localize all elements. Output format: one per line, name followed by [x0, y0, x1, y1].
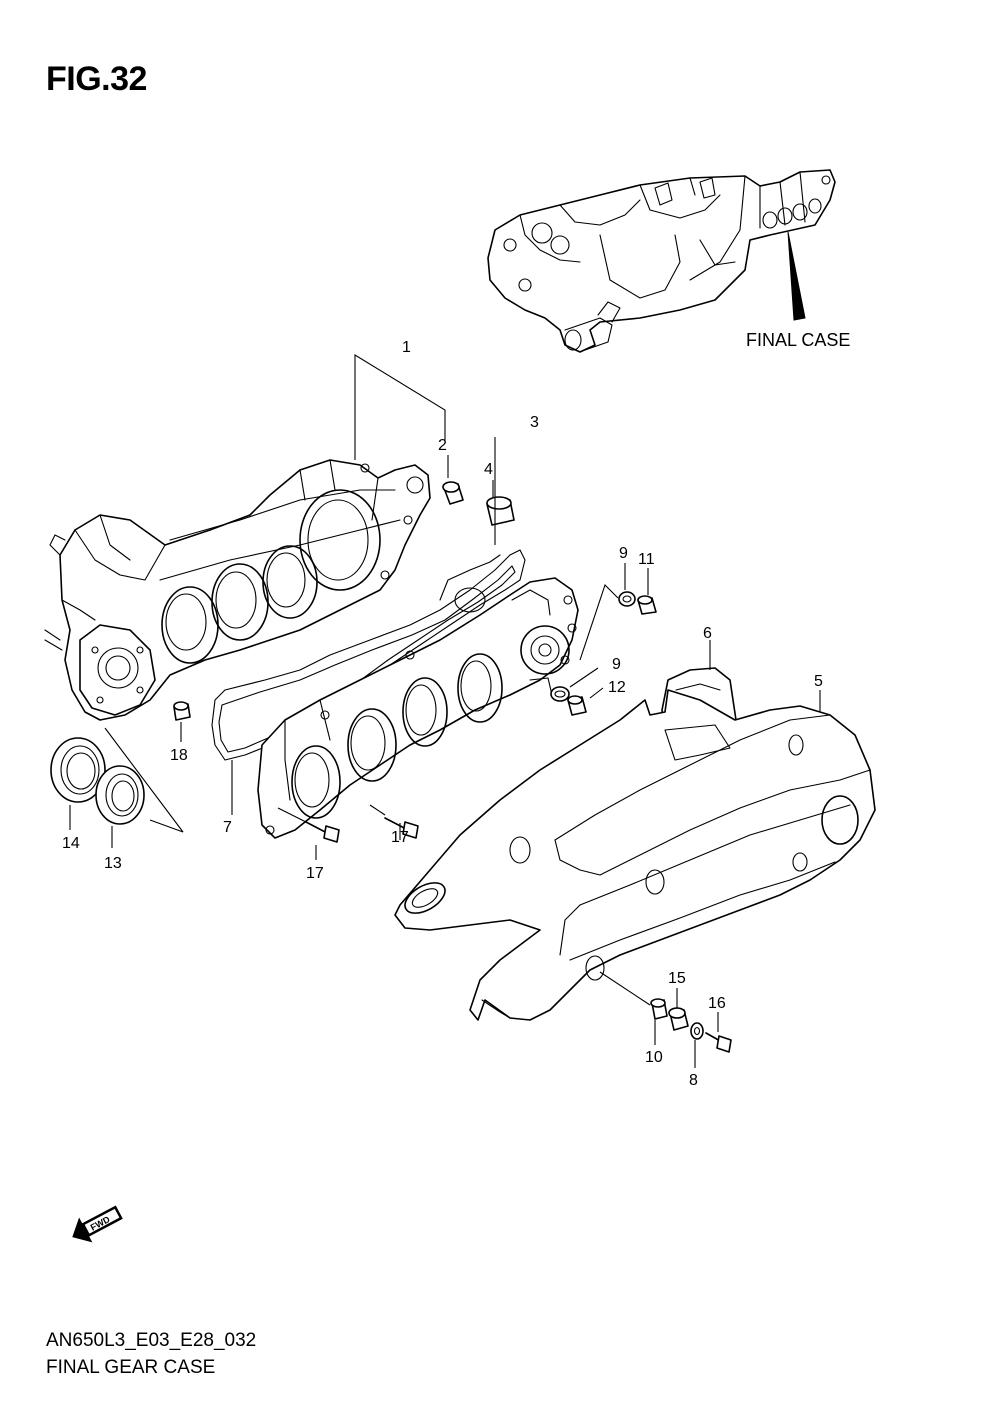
part-11-plug	[637, 595, 657, 615]
part-16-bolt	[705, 1032, 732, 1053]
part-2-dowel-pin	[442, 481, 464, 505]
part-4-dowel-pin	[486, 496, 515, 526]
callout-7: 7	[223, 819, 232, 836]
part-15-grommet	[668, 1007, 689, 1031]
forward-arrow-icon: FWD	[72, 1205, 123, 1243]
final-gear-case-body	[44, 459, 431, 721]
callout-4: 4	[484, 461, 493, 478]
callout-3: 3	[530, 414, 539, 431]
final-case-assembly-drawing	[487, 169, 836, 353]
part-18-dowel-pin	[173, 701, 191, 721]
callout-5: 5	[814, 673, 823, 690]
part-13-oil-seal	[95, 765, 145, 825]
diagram-code: AN650L3_E03_E28_032	[46, 1330, 257, 1351]
callout-17-lower: 17	[306, 865, 324, 882]
part-3-gear-case-cover	[257, 577, 579, 839]
part-14-oil-seal	[50, 737, 106, 803]
callout-8: 8	[689, 1072, 698, 1089]
final-case-label: FINAL CASE	[746, 330, 850, 350]
callout-11: 11	[638, 551, 655, 568]
part-17-bolt-upper	[384, 817, 419, 839]
part-9-washer-lower	[550, 686, 570, 702]
part-10-collar	[650, 998, 668, 1020]
part-17-bolt-lower	[305, 821, 340, 843]
part-12-plug	[567, 695, 587, 716]
diagram-title: FINAL GEAR CASE	[46, 1357, 216, 1378]
callout-6: 6	[703, 625, 712, 642]
callout-1-leader	[354, 354, 446, 460]
callout-12: 12	[608, 679, 626, 696]
callout-15: 15	[668, 970, 686, 987]
figure-title: FIG.32	[46, 60, 147, 98]
callout-9-upper: 9	[619, 545, 628, 562]
callout-10: 10	[645, 1049, 663, 1066]
callout-14: 14	[62, 835, 80, 852]
part-5-outer-cover	[394, 689, 876, 1021]
callout-9-lower: 9	[612, 656, 621, 673]
callout-17-upper: 17	[391, 829, 409, 846]
callout-16: 16	[708, 995, 726, 1012]
callout-13: 13	[104, 855, 122, 872]
part-9-washer-upper	[618, 591, 636, 607]
part-8-washer	[690, 1022, 704, 1040]
callout-2: 2	[438, 437, 447, 454]
callout-18: 18	[170, 747, 188, 764]
seal-guide-line	[104, 727, 184, 833]
callout-1: 1	[402, 339, 411, 356]
part-7-gasket	[211, 549, 526, 761]
